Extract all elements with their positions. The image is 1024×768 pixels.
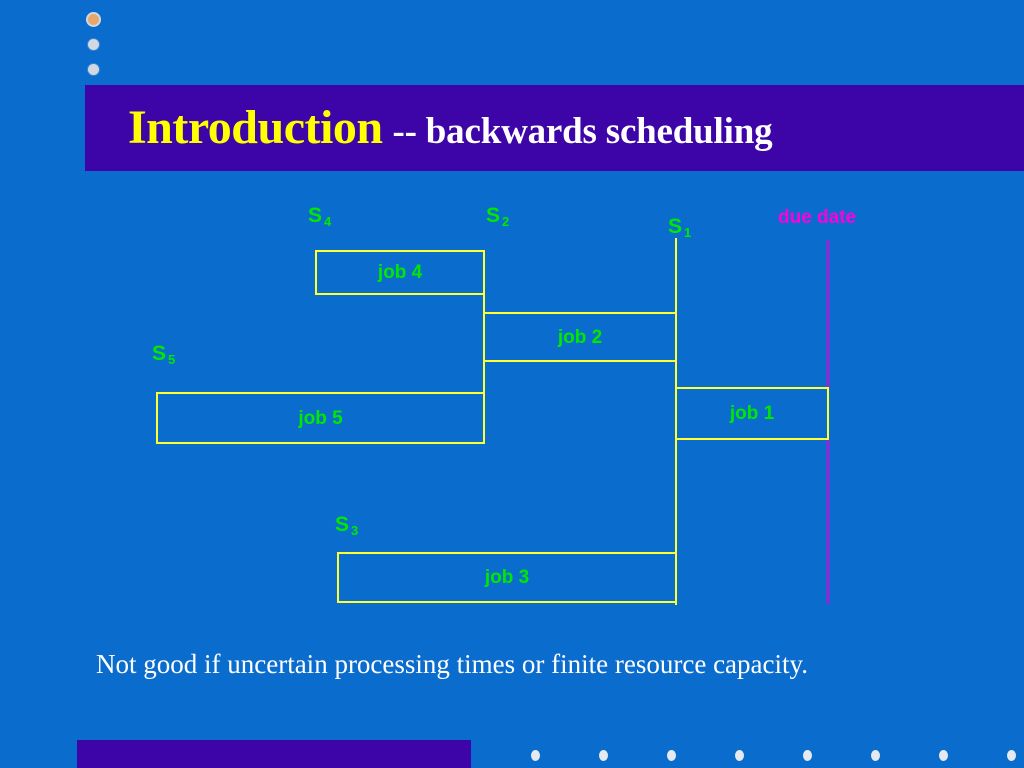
bottom-dot-icon — [599, 750, 608, 761]
bottom-dot-icon — [1007, 750, 1016, 761]
job-bar-job-5: job 5 — [156, 392, 485, 444]
s2-vertical-line — [483, 250, 485, 444]
job-bar-label: job 2 — [557, 326, 603, 348]
bullet-dot-icon — [88, 64, 99, 75]
bottom-dot-icon — [939, 750, 948, 761]
slide-caption: Not good if uncertain processing times o… — [96, 649, 809, 679]
due-date-line — [827, 240, 829, 604]
job-bar-label: job 1 — [729, 403, 775, 424]
job-bar-label: job 5 — [298, 407, 343, 429]
bottom-dot-icon — [803, 750, 812, 761]
bottom-accent-bar — [77, 740, 471, 768]
s1-vertical-line — [675, 238, 677, 605]
bottom-dot-icon — [667, 750, 676, 761]
bottom-dot-decoration — [471, 740, 1024, 768]
title-subtitle-text: -- backwards scheduling — [392, 111, 773, 152]
job-bar-job-1: job 1 — [675, 387, 829, 440]
due-date-label: due date — [778, 207, 857, 228]
top-bullet-decoration — [88, 8, 108, 83]
bottom-dot-icon — [871, 750, 880, 761]
job-bar-label: job 3 — [484, 567, 530, 588]
bottom-dot-icon — [735, 750, 744, 761]
job-bar-job-3: job 3 — [337, 552, 677, 603]
title-main-text: Introduction — [128, 101, 383, 154]
bullet-dot-icon — [88, 14, 99, 25]
job-bar-label: job 4 — [377, 262, 423, 283]
slide-title-bar: Introduction-- backwards scheduling — [85, 85, 1024, 171]
bottom-dot-icon — [531, 750, 540, 761]
job-bar-job-2: job 2 — [483, 312, 677, 362]
page-title: Introduction-- backwards scheduling — [128, 101, 773, 154]
bullet-dot-icon — [88, 39, 99, 50]
job-bar-job-4: job 4 — [315, 250, 485, 295]
